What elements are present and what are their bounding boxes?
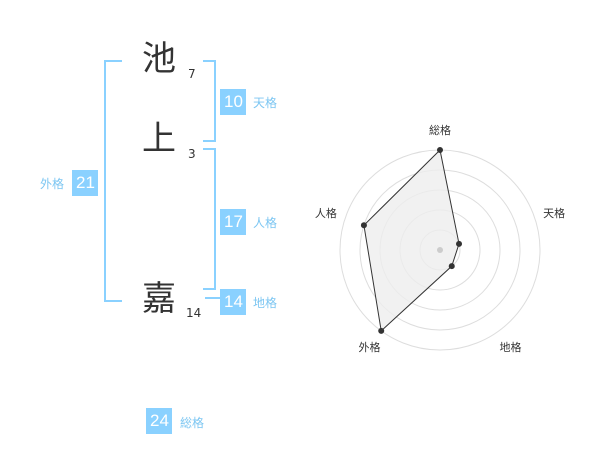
chikaku-badge: 14 bbox=[220, 289, 246, 315]
gaikaku-label: 外格 bbox=[40, 177, 65, 191]
tenkaku-bracket bbox=[203, 60, 216, 142]
name-char-1: 池 bbox=[142, 39, 176, 79]
radar-axis-label-4: 外格 bbox=[358, 340, 380, 354]
radar-axis-label-5: 人格 bbox=[315, 206, 337, 220]
radar-axis-label-2: 天格 bbox=[543, 206, 565, 220]
soukaku-label: 総格 bbox=[180, 416, 205, 430]
radar-point-3 bbox=[448, 263, 455, 270]
radar-series-area bbox=[363, 148, 460, 332]
jinkaku-chikaku-bracket bbox=[203, 148, 216, 290]
stroke-count-2: 3 bbox=[188, 147, 196, 161]
gaikaku-bracket bbox=[104, 60, 122, 302]
chikaku-label: 地格 bbox=[253, 296, 278, 310]
jinkaku-label: 人格 bbox=[253, 216, 278, 230]
stroke-count-1: 7 bbox=[188, 67, 196, 81]
radar-point-2 bbox=[456, 240, 463, 247]
radar-point-4 bbox=[378, 327, 385, 334]
radar-point-1 bbox=[437, 147, 443, 153]
name-char-2: 上 bbox=[142, 119, 176, 159]
radar-center-dot bbox=[437, 247, 443, 253]
chikaku-connector bbox=[205, 297, 220, 299]
tenkaku-badge: 10 bbox=[220, 89, 246, 115]
radar-axis-label-1: 総格 bbox=[429, 123, 451, 137]
name-char-3: 嘉 bbox=[142, 279, 176, 319]
soukaku-badge: 24 bbox=[146, 408, 172, 434]
gaikaku-badge: 21 bbox=[72, 170, 98, 196]
tenkaku-label: 天格 bbox=[253, 96, 278, 110]
radar-axis-label-3: 地格 bbox=[500, 340, 522, 354]
stroke-count-3: 14 bbox=[186, 306, 202, 320]
jinkaku-badge: 17 bbox=[220, 209, 246, 235]
radar-point-5 bbox=[360, 222, 367, 229]
